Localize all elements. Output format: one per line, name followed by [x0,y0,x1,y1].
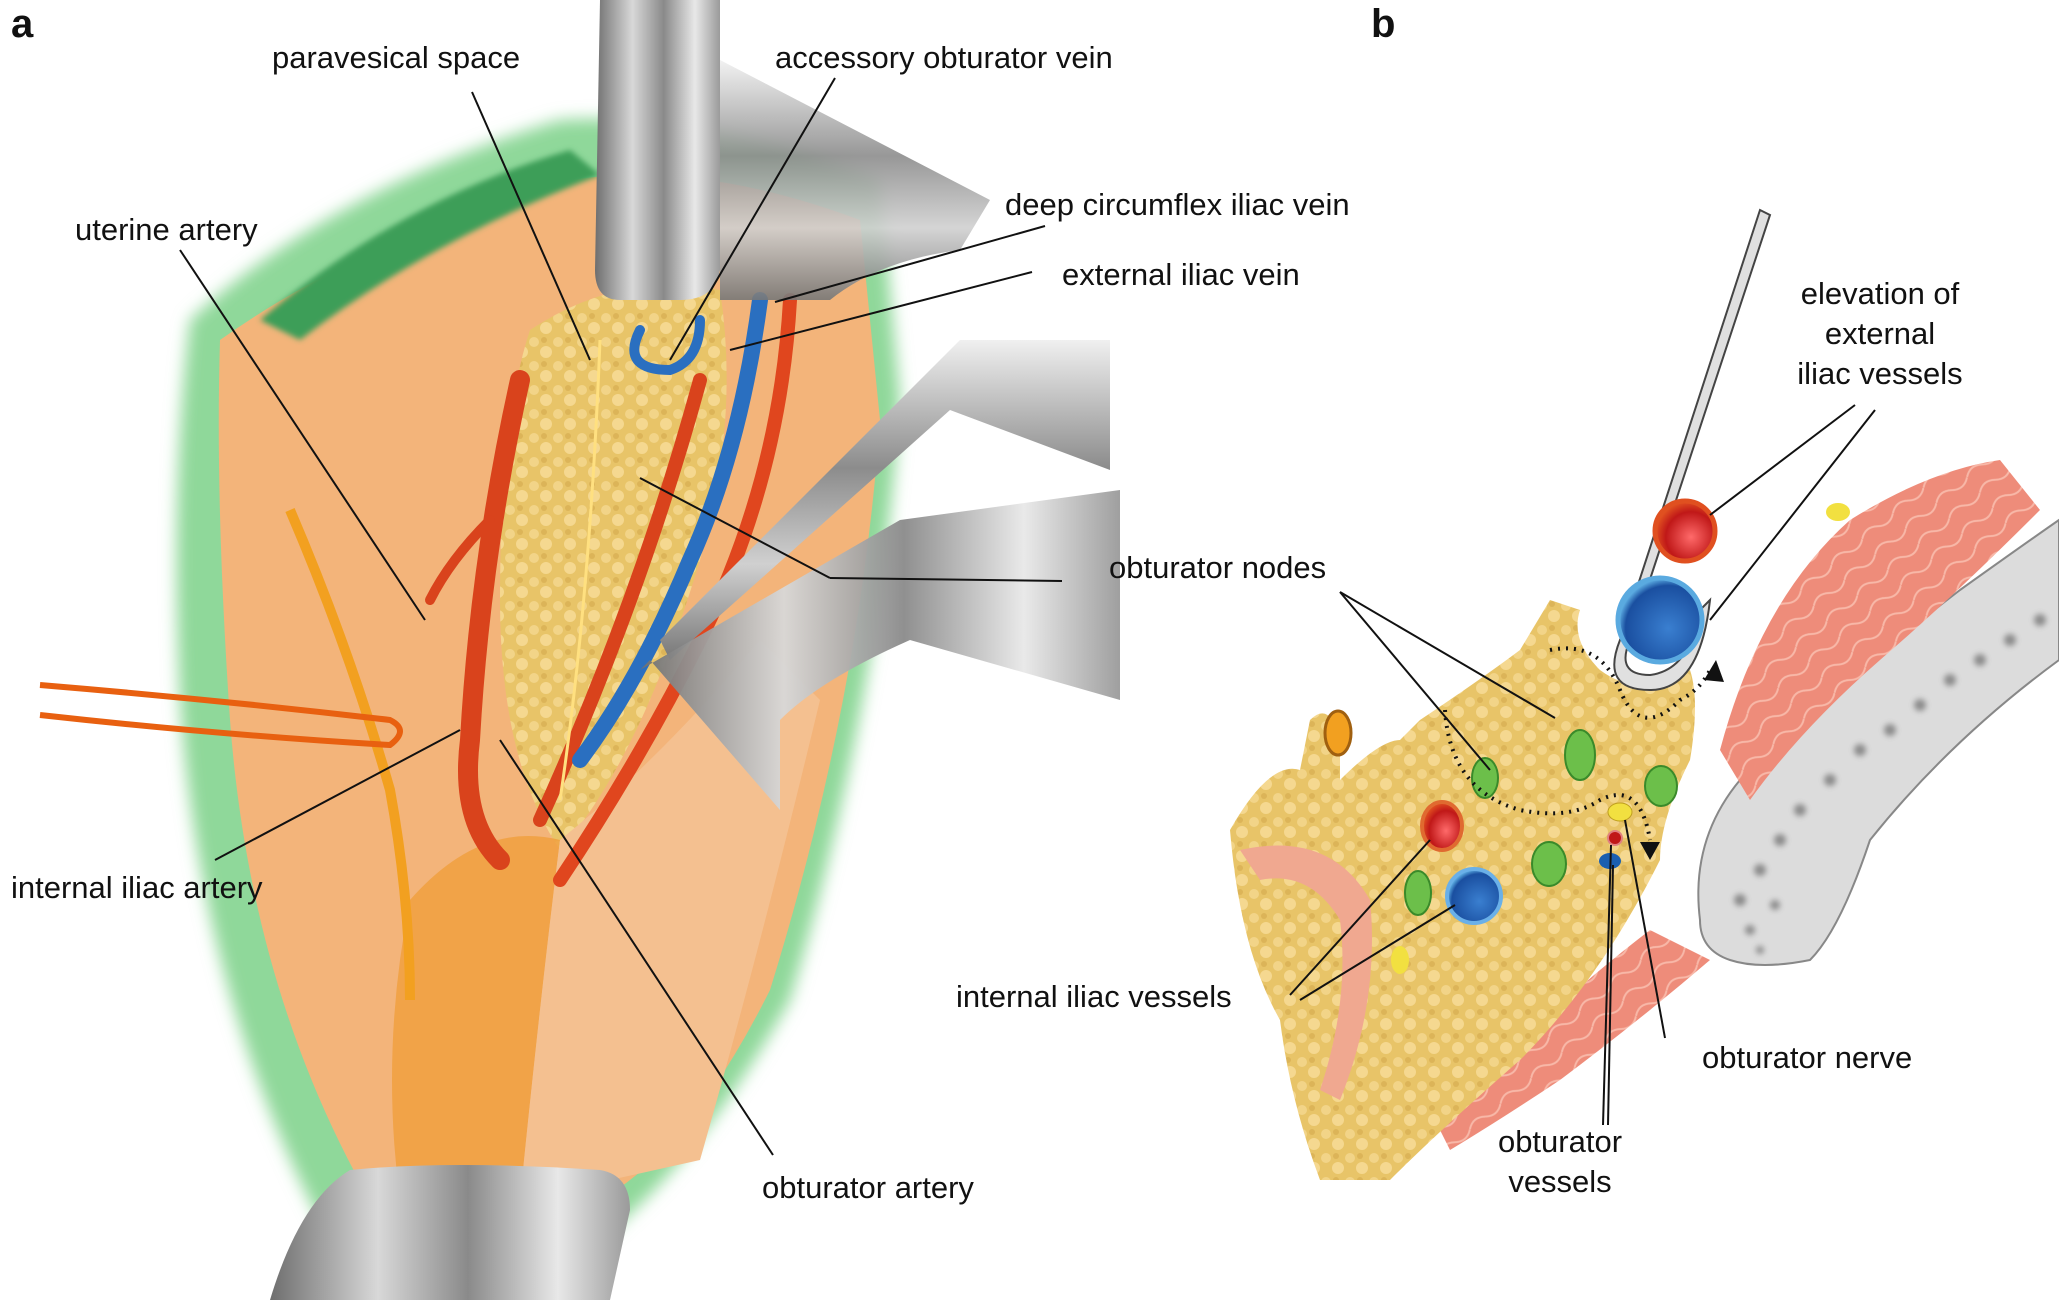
lymph-node [1564,729,1596,781]
dissection-path-upper [1549,646,1712,720]
external-iliac-vein-cross-section [1615,575,1705,665]
label-obturator-nerve: obturator nerve [1702,1040,1913,1075]
retractor-top-blade [720,60,990,300]
arrow-head-upper [1704,660,1724,682]
peritoneum-fold-top [260,150,600,340]
vessel-loop [39,682,403,749]
label-deep-circumflex-iliac-vein: deep circumflex iliac vein [1005,187,1350,222]
leader-internal-iliac-vessels-2 [1299,904,1456,1001]
bone-marrow-dots [1734,614,2046,954]
panel-label-a: a [11,2,34,46]
label-elevation-line-1: elevation of [1800,276,1960,311]
label-elevation-of-external-iliac-vessels: elevation of external iliac vessels [1770,274,1990,394]
label-accessory-obturator-vein: accessory obturator vein [775,40,1113,75]
label-obturator-artery: obturator artery [762,1170,974,1205]
nerve-small-2 [1391,946,1409,974]
label-obturator-nodes: obturator nodes [1109,550,1327,585]
leader-obturator-vessels-2 [1607,864,1614,1126]
psoas-strip [520,640,820,1200]
label-internal-iliac-artery: internal iliac artery [11,870,263,905]
leader-internal-iliac-artery [214,729,461,861]
internal-iliac-artery-vessel [458,370,530,870]
leader-deep-circumflex-iliac-vein [774,225,1046,303]
label-obturator-vessels-line-1: obturator [1497,1124,1623,1159]
label-external-iliac-vein: external iliac vein [1062,257,1300,292]
leader-external-iliac-vein [729,271,1033,351]
lymph-node [1471,757,1499,799]
label-internal-iliac-vessels: internal iliac vessels [956,979,1232,1014]
panel-b-illustration [1230,208,2059,1180]
uterine-artery-vessel [425,515,495,605]
fat-lower [392,836,560,1200]
label-paravesical-space: paravesical space [272,40,521,75]
leader-elevation-vein [1709,409,1876,621]
leader-obturator-artery [499,739,774,1156]
leader-obturator-nodes-b1 [1339,591,1491,771]
obturator-nerve-line [558,339,602,801]
label-obturator-vessels-line-2: vessels [1508,1164,1612,1199]
lymph-node [1531,841,1567,887]
leader-obturator-nodes-a2 [639,477,831,579]
ureter-cross-section [1323,709,1353,757]
retractor-bottom [270,1165,630,1300]
dissection-path-lower [1443,709,1652,841]
internal-iliac-artery-cross-section [1420,800,1464,852]
panel-a-leader-lines [179,77,1063,1156]
leader-uterine-artery [179,249,426,621]
lymph-node [1404,870,1432,916]
retractor-right-1 [660,340,1110,660]
leader-obturator-nodes-b2 [1339,591,1556,719]
label-obturator-vessels: obturator vessels [1460,1122,1660,1202]
external-iliac-vein-vessel [572,292,768,768]
retractor-top [595,0,720,300]
rectum-wall [1240,845,1372,1100]
arrow-head-lower [1640,842,1660,860]
accessory-obturator-vein-vessel [629,315,705,376]
external-iliac-artery-cross-section [1652,498,1718,564]
obturator-internus-muscle [1720,460,2040,800]
leader-obturator-nerve [1624,819,1666,1039]
panel-a-illustration [39,0,1120,1300]
leader-obturator-vessels-1 [1602,844,1612,1126]
obturator-nerve-cross-section [1607,802,1633,822]
leader-internal-iliac-vessels-1 [1289,839,1431,996]
leader-obturator-nodes-a [829,577,1063,582]
panel-label-b: b [1371,2,1396,46]
levator-muscle [1440,930,1710,1150]
vessel-retractor [1613,208,1772,692]
leader-accessory-obturator-vein [669,77,836,361]
internal-iliac-vein-cross-section [1445,867,1503,925]
retractor-right-2 [640,490,1120,810]
lymph-node [1644,765,1678,807]
panel-b-leader-lines [1289,404,1876,1126]
label-elevation-line-3: iliac vessels [1797,356,1963,391]
label-uterine-artery: uterine artery [75,212,258,247]
leader-elevation-artery [1709,404,1856,516]
nerve-small-1 [1826,503,1850,521]
lymph-nodes [1404,729,1678,916]
label-elevation-line-2: external [1824,316,1936,351]
obturator-fat [500,285,727,850]
obturator-artery-cross-section [1607,830,1623,846]
leader-paravesical-space [471,91,591,361]
ureter [285,508,415,1001]
